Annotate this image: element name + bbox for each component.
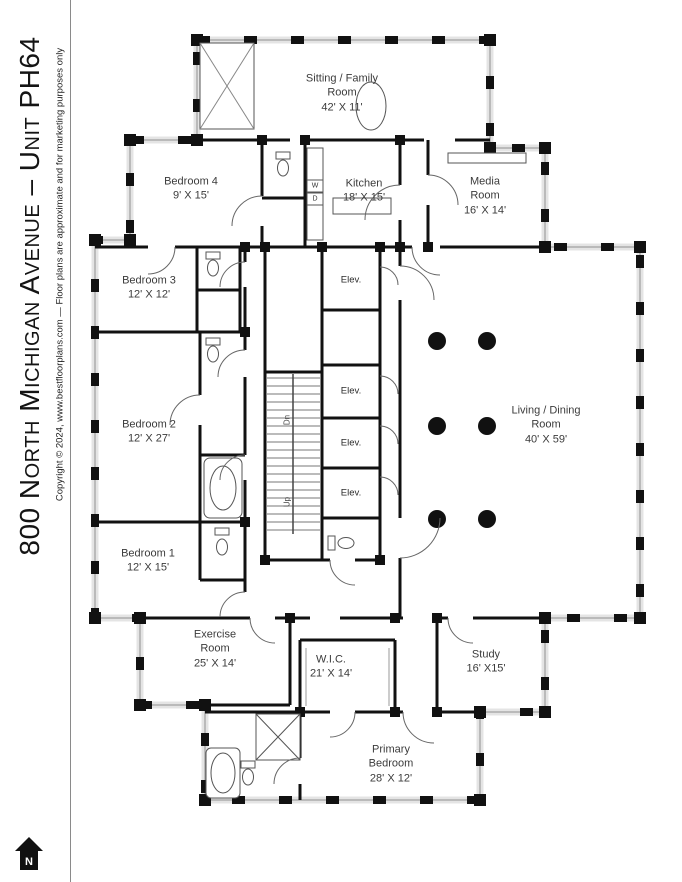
exterior-walls	[89, 34, 646, 806]
room-name: Study	[471, 648, 501, 661]
room-name: Bedroom 4	[164, 175, 218, 188]
room-label-living-dining: Living / Dining Room 40' X 59'	[511, 404, 580, 447]
room-label-sitting-family: Sitting / Family Room 42' X 11'	[306, 72, 378, 115]
room-dims: 42' X 11'	[321, 101, 363, 114]
door-arcs	[147, 174, 474, 785]
stairs-up-label: Up	[282, 496, 292, 508]
washer-label: W	[311, 182, 319, 190]
room-label-kitchen: Kitchen 18' X 15'	[343, 177, 385, 206]
dryer-box	[306, 192, 324, 206]
toilets	[205, 151, 355, 786]
room-name: W.I.C.	[316, 653, 346, 666]
room-dims: 12' X 27'	[127, 433, 171, 445]
dryer-label: D	[312, 195, 318, 203]
stairs	[267, 374, 320, 534]
media-console	[447, 152, 527, 164]
closet-rods	[305, 648, 390, 706]
room-name: Bedroom 3	[122, 274, 176, 287]
sidebar-divider	[70, 0, 71, 882]
stairs-dn-label: Dn	[282, 414, 292, 426]
room-dims: 16' X 14'	[463, 204, 507, 217]
north-letter: N	[25, 856, 33, 868]
room-name: Living / Dining Room	[511, 404, 581, 431]
room-dims: 16' X15'	[466, 663, 506, 675]
fixtures	[199, 42, 527, 799]
room-dims: 12' X 12'	[127, 289, 171, 301]
house-icon-shape	[15, 837, 43, 870]
room-dims: 12' X 15'	[126, 562, 170, 574]
room-label-bedroom-3: Bedroom 3 12' X 12'	[122, 274, 176, 303]
room-label-primary-bedroom: Primary Bedroom 28' X 12'	[369, 743, 414, 786]
room-label-bedroom-1: Bedroom 1 12' X 15'	[121, 547, 175, 576]
room-dims: 18' X 15'	[342, 192, 386, 204]
interior-walls	[95, 138, 545, 800]
room-label-bedroom-4: Bedroom 4 9' X 15'	[164, 175, 218, 204]
room-label-media-room: Media Room 16' X 14'	[464, 175, 506, 218]
room-name: Sitting / Family Room	[305, 72, 379, 99]
elevator-label-1: Elev.	[340, 274, 362, 286]
room-dims: 9' X 15'	[172, 190, 209, 202]
room-label-wic: W.I.C. 21' X 14'	[310, 653, 352, 682]
room-dims: 25' X 14'	[193, 657, 237, 670]
room-label-exercise-room: Exercise Room 25' X 14'	[194, 628, 236, 671]
room-name: Kitchen	[345, 177, 383, 190]
room-dims: 40' X 59'	[524, 433, 568, 446]
room-dims: 28' X 12'	[369, 772, 413, 785]
elevator-label-2: Elev.	[340, 385, 362, 397]
room-name: Media Room	[470, 175, 500, 202]
kitchen-island	[332, 197, 392, 215]
room-label-bedroom-2: Bedroom 2 12' X 27'	[122, 418, 176, 447]
room-dims: 21' X 14'	[309, 668, 353, 680]
bathtub-oval	[355, 81, 387, 131]
corner-columns	[89, 34, 646, 806]
elevator-label-3: Elev.	[340, 437, 362, 449]
interior-columns	[240, 135, 442, 717]
room-name: Bedroom 2	[122, 418, 176, 431]
north-compass-icon: N	[15, 837, 43, 870]
elevator-label-4: Elev.	[340, 487, 362, 499]
room-name: Primary Bedroom	[368, 743, 414, 770]
living-room-columns	[428, 332, 496, 528]
room-label-study: Study 16' X15'	[466, 648, 505, 677]
room-name: Bedroom 1	[121, 547, 175, 560]
washer-box	[306, 179, 324, 193]
room-name: Exercise Room	[193, 628, 237, 655]
